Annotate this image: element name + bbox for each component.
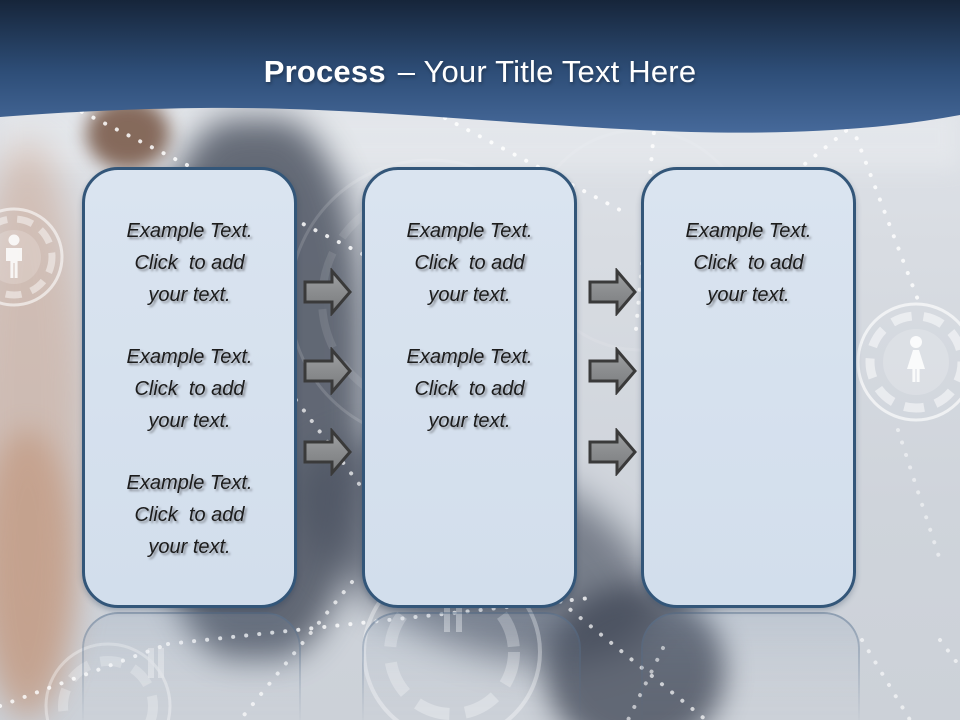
- text-line: Example Text.: [406, 220, 533, 242]
- text-line: Click to add: [134, 252, 245, 274]
- arrow-right-icon[interactable]: [588, 268, 638, 316]
- title-bar: [0, 0, 960, 133]
- title-emphasis: Process: [263, 54, 386, 89]
- text-placeholder[interactable]: Example Text. Click to add your text.: [93, 341, 286, 437]
- process-box-step-3[interactable]: Example Text. Click to add your text.: [641, 167, 856, 608]
- text-line: Click to add: [414, 252, 525, 274]
- process-box-step-2[interactable]: Example Text. Click to add your text. Ex…: [362, 167, 577, 608]
- text-placeholder[interactable]: Example Text. Click to add your text.: [373, 341, 566, 437]
- text-placeholder[interactable]: Example Text. Click to add your text.: [652, 215, 845, 311]
- arrow-right-icon[interactable]: [588, 347, 638, 395]
- text-line: Example Text.: [126, 346, 253, 368]
- arrow-right-icon[interactable]: [303, 428, 353, 476]
- text-line: Example Text.: [126, 472, 253, 494]
- text-line: Example Text.: [685, 220, 812, 242]
- arrow-right-icon[interactable]: [303, 347, 353, 395]
- female-figure-icon: [856, 302, 960, 422]
- text-placeholder[interactable]: Example Text. Click to add your text.: [93, 215, 286, 311]
- slide-title[interactable]: Process – Your Title Text Here: [0, 52, 960, 92]
- box-reflection: [362, 612, 581, 720]
- text-placeholder[interactable]: Example Text. Click to add your text.: [93, 467, 286, 563]
- box-reflection: [82, 612, 301, 720]
- text-placeholder[interactable]: Example Text. Click to add your text.: [373, 215, 566, 311]
- text-line: Click to add: [134, 378, 245, 400]
- text-line: Click to add: [414, 378, 525, 400]
- text-line: your text.: [707, 284, 790, 306]
- text-line: Example Text.: [126, 220, 253, 242]
- text-line: your text.: [148, 536, 231, 558]
- process-box-step-1[interactable]: Example Text. Click to add your text. Ex…: [82, 167, 297, 608]
- arrow-right-icon[interactable]: [588, 428, 638, 476]
- title-rest: – Your Title Text Here: [397, 54, 697, 89]
- box-reflection: [641, 612, 860, 720]
- text-line: Click to add: [693, 252, 804, 274]
- male-figure-icon: [0, 207, 64, 307]
- text-line: Click to add: [134, 504, 245, 526]
- text-line: your text.: [148, 284, 231, 306]
- text-line: Example Text.: [406, 346, 533, 368]
- text-line: your text.: [428, 284, 511, 306]
- text-line: your text.: [428, 410, 511, 432]
- text-line: your text.: [148, 410, 231, 432]
- background-photo-arm-lower: [0, 430, 75, 720]
- arrow-right-icon[interactable]: [303, 268, 353, 316]
